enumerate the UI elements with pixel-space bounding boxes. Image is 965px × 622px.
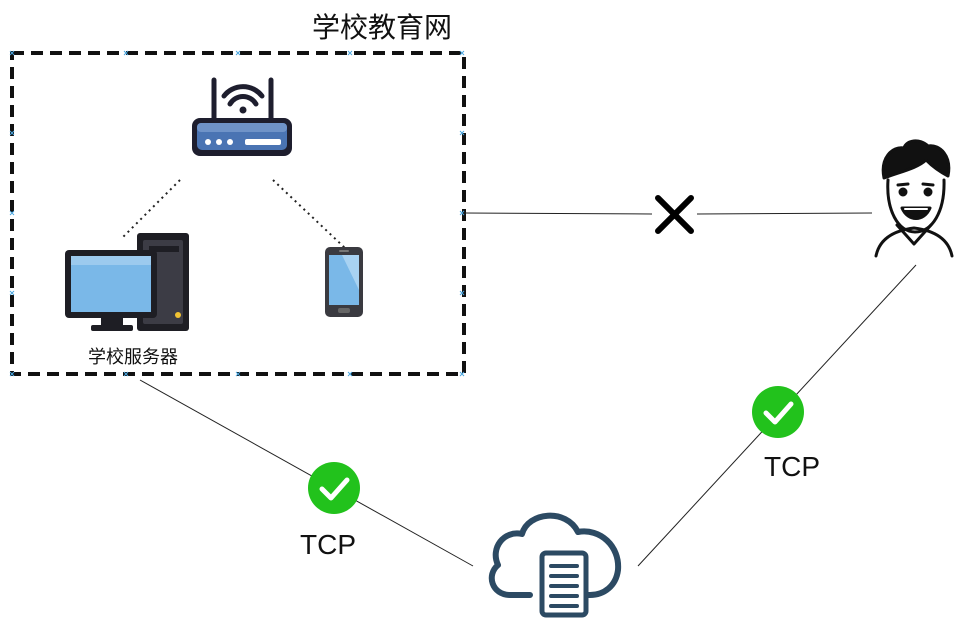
server-to-cloud-connection	[139, 379, 474, 567]
blocked-connection-left	[463, 212, 653, 215]
tcp-label-left: TCP	[300, 529, 356, 560]
check-circle-icon	[752, 386, 804, 438]
user-face-icon	[874, 139, 954, 258]
server-caption: 学校服务器	[88, 347, 178, 368]
network-boundary	[10, 51, 466, 376]
router-icon	[192, 77, 292, 156]
router-to-computer-link	[121, 179, 181, 239]
network-title: 学校教育网	[312, 11, 453, 44]
tcp-label-right: TCP	[764, 451, 820, 482]
check-circle-icon	[308, 462, 360, 514]
cloud-server-icon	[488, 512, 622, 618]
blocked-connection-right	[696, 212, 873, 215]
router-to-phone-link	[272, 179, 346, 249]
smartphone-icon	[325, 247, 363, 317]
boundary-handles	[9, 50, 465, 377]
cross-icon	[655, 195, 694, 234]
desktop-computer-icon	[65, 233, 189, 331]
